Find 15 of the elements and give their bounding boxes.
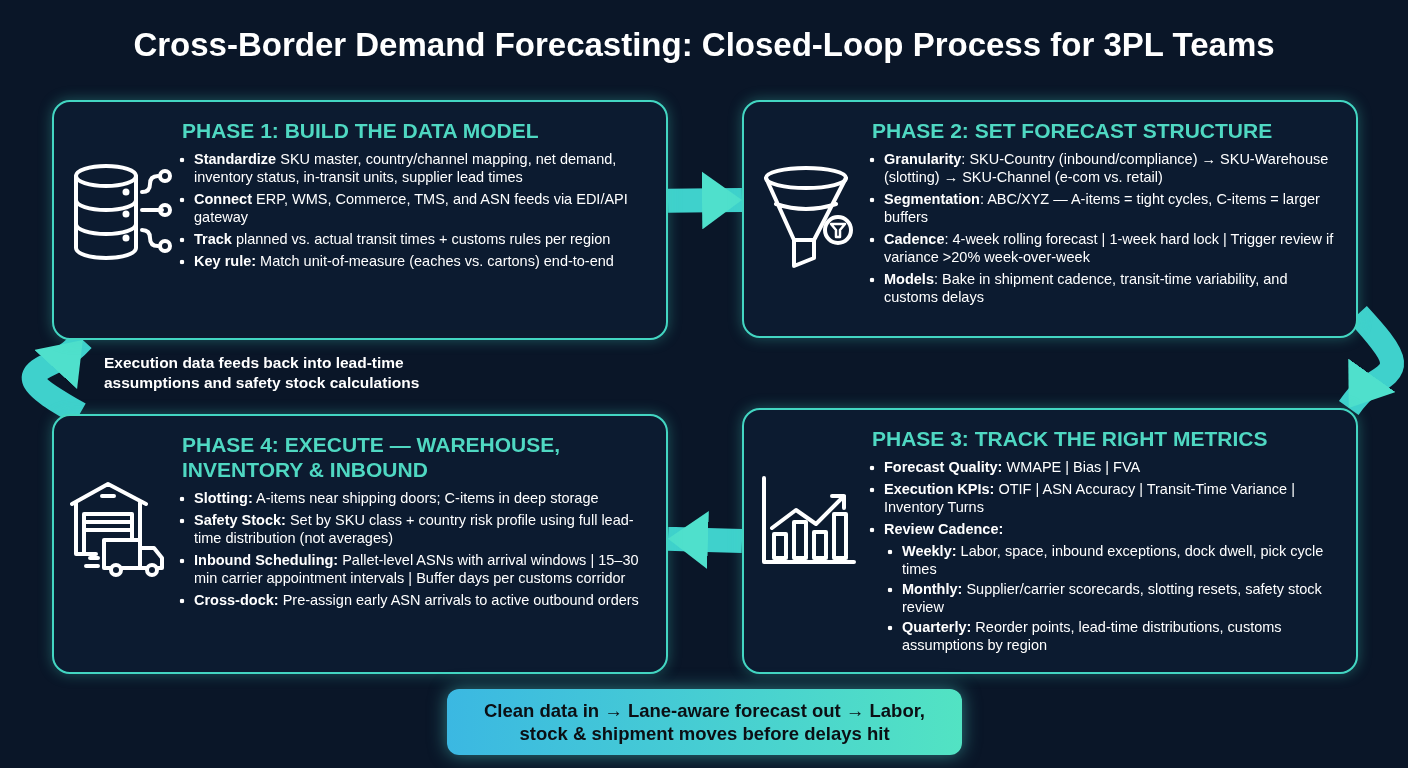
phase-heading: PHASE 3: TRACK THE RIGHT METRICS bbox=[872, 426, 1269, 452]
phase-heading: PHASE 2: SET FORECAST STRUCTURE bbox=[872, 118, 1274, 144]
arrow bbox=[667, 511, 743, 569]
title: Cross-Border Demand Forecasting: Closed-Loop Process for 3PL Teams bbox=[132, 26, 1276, 64]
phase-card bbox=[52, 414, 668, 674]
summary-text: Clean data in → Lane-aware forecast out → Labor, stock & shipment moves before delays hit bbox=[483, 698, 926, 746]
summary-banner bbox=[447, 689, 962, 755]
edge-label: Execution data feeds back into lead-time assumptions and safety stock calculations bbox=[104, 353, 421, 394]
phase-heading: PHASE 1: BUILD THE DATA MODEL bbox=[182, 118, 540, 144]
phase-card bbox=[742, 100, 1358, 338]
phase-card bbox=[52, 100, 668, 340]
phase-heading: PHASE 4: EXECUTE — WAREHOUSE, INVENTORY & INBOUND bbox=[182, 432, 562, 483]
arrow bbox=[1339, 306, 1404, 415]
phase-card bbox=[742, 408, 1358, 674]
arrow bbox=[667, 171, 743, 230]
